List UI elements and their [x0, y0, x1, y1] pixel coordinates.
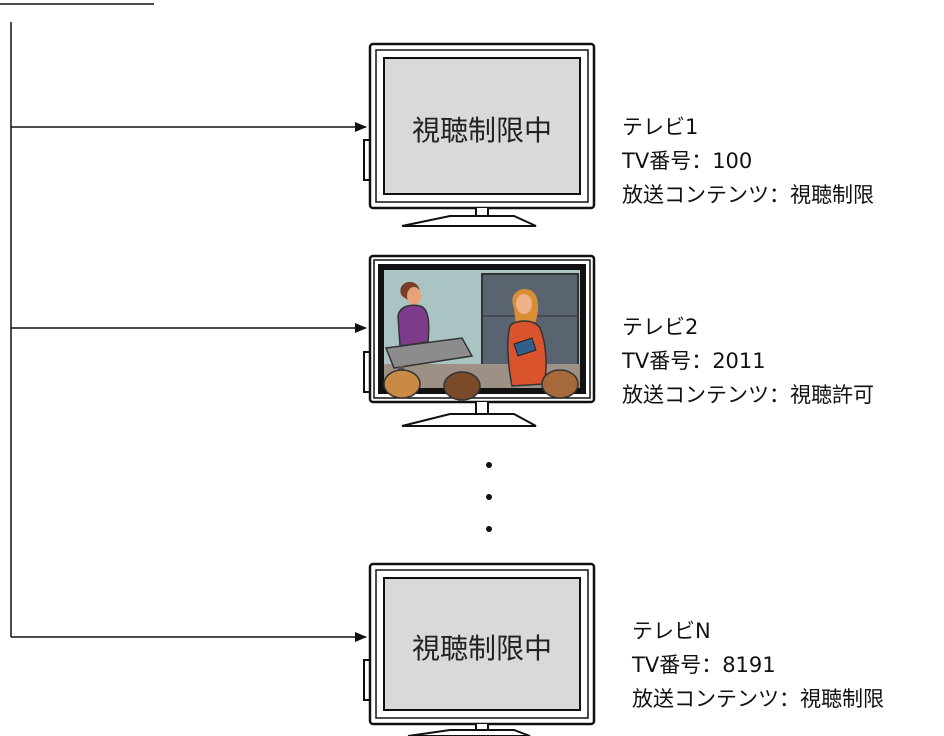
tv-2: [363, 254, 596, 427]
tvn-name: テレビN: [632, 619, 711, 643]
picture-person-left: [397, 281, 430, 347]
classroom-picture: [383, 270, 580, 401]
ellipsis-dot: [486, 494, 492, 500]
tv2-number: TV番号：2011: [622, 349, 766, 373]
screen-restricted-text: 視聴制限中: [412, 632, 552, 665]
picture-students: [383, 369, 579, 401]
ellipsis-dot: [486, 462, 492, 468]
tv-stand-base: [407, 729, 531, 736]
tv-screen: [383, 57, 581, 195]
tv-1: 視聴制限中: [363, 42, 596, 227]
tv-stand-base: [401, 215, 537, 227]
tv-stand-neck: [475, 402, 489, 415]
screen-restricted-text: 視聴制限中: [412, 114, 552, 147]
ellipsis-dot: [486, 526, 492, 532]
tv1-number: TV番号：100: [622, 149, 753, 173]
tvn-content: 放送コンテンツ：視聴制限: [632, 687, 884, 711]
tv1-content: 放送コンテンツ：視聴制限: [622, 183, 874, 207]
tv2-name: テレビ2: [622, 315, 699, 339]
tvn-number: TV番号：8191: [632, 653, 776, 677]
tv-stand-neck: [475, 208, 489, 217]
tv-n: 視聴制限中: [363, 562, 596, 736]
tv1-name: テレビ1: [622, 115, 699, 139]
tv-screen: [383, 577, 581, 711]
tv-stand-base: [401, 413, 537, 427]
tv2-content: 放送コンテンツ：視聴許可: [622, 383, 874, 407]
picture-person-reading: [507, 288, 547, 387]
